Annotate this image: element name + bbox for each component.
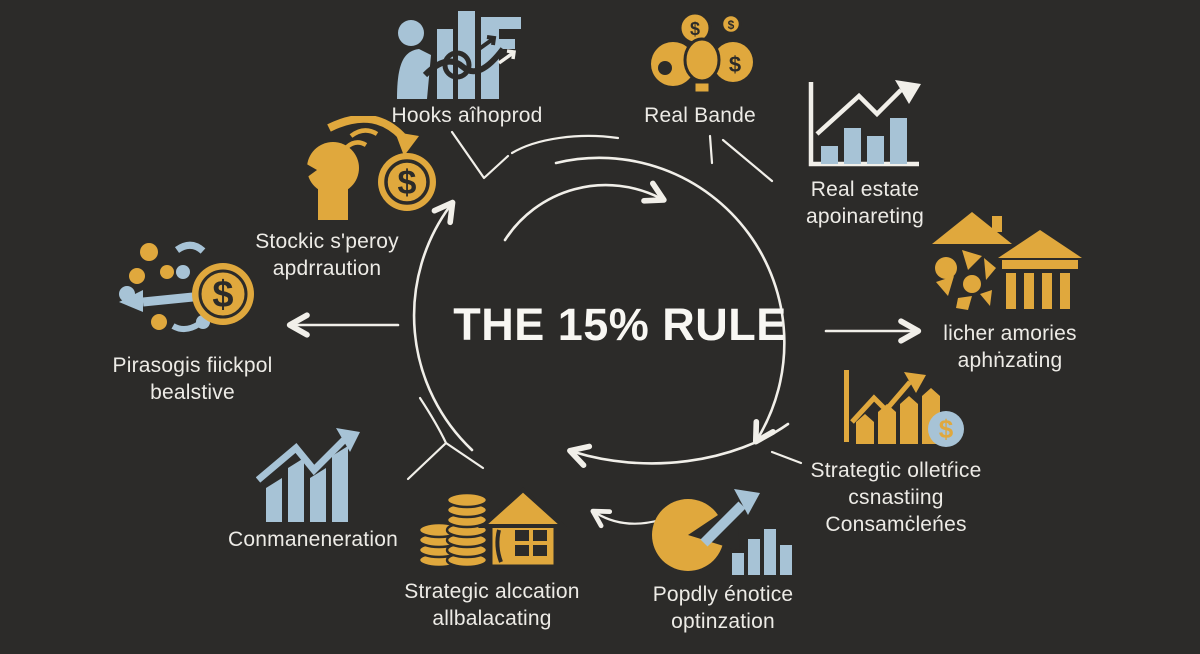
label-line: allbalacating: [432, 607, 552, 630]
label-line: Consamċleńes: [825, 513, 967, 536]
gold-houses-icon: [932, 212, 1082, 310]
growth-chart-dollar-icon: $: [844, 370, 964, 447]
arrow-pie-to-house: [590, 508, 662, 529]
label-line: Strategic alccation: [404, 580, 580, 603]
pie-chart-bars-icon: [652, 489, 792, 575]
radial-arrows: [286, 312, 922, 529]
label-pie: Popdly énotice optinzation: [618, 581, 828, 635]
idea-money-gears-icon: $ $ $: [651, 11, 753, 95]
person-growth-chart-icon: [397, 11, 521, 99]
svg-text:$: $: [690, 19, 700, 39]
label-line: optinzation: [671, 610, 775, 633]
label-line: bealstive: [150, 381, 235, 404]
node-hooks: [395, 3, 535, 103]
node-gold-chart: $: [838, 366, 968, 452]
label-gold-chart: Strategtic olletŕice csnastiing Consamċl…: [788, 457, 1004, 538]
label-real-estate: Real estate apoinareting: [770, 176, 960, 230]
label-line: Hooks aîhoprod: [391, 104, 543, 127]
coins-house-icon: [417, 487, 569, 569]
node-network: $: [115, 238, 260, 338]
node-blue-bars: [255, 426, 374, 524]
label-line: Popdly énotice: [652, 583, 794, 606]
label-houses: licher amories aphṅzating: [905, 320, 1115, 374]
bar-growth-arrow-icon: [255, 428, 360, 522]
label-line: Strategtic olletŕice: [810, 459, 982, 482]
label-blue-bars: Conmaneneration: [203, 526, 423, 553]
network-dollar-icon: $: [119, 241, 254, 332]
label-line: aphṅzating: [957, 349, 1063, 372]
node-real-estate: [797, 76, 927, 172]
svg-text:$: $: [212, 274, 233, 316]
node-coins-house: [415, 468, 569, 570]
label-line: apoinareting: [806, 205, 924, 228]
label-coins-house: Strategic alccation allbalacating: [378, 578, 606, 632]
cycle-circle: [412, 156, 790, 468]
svg-text:$: $: [939, 414, 954, 444]
label-line: apdrraution: [272, 257, 382, 280]
label-line: csnastiing: [848, 486, 944, 509]
node-pie: [648, 483, 800, 578]
label-line: Real estate: [810, 178, 920, 201]
label-line: licher amories: [943, 322, 1077, 345]
page-title: THE 15% RULE: [453, 299, 787, 350]
svg-text:$: $: [728, 18, 735, 32]
label-line: Stockic s'peroy: [255, 230, 399, 253]
label-line: Pirasogis fiickpol: [112, 354, 273, 377]
bar-chart-growth-icon: [808, 80, 921, 167]
label-hooks: Hooks aîhoprod: [357, 102, 577, 129]
connector-lines: [406, 130, 803, 481]
svg-text:$: $: [729, 52, 741, 77]
svg-text:$: $: [398, 164, 417, 202]
label-head: Stockic s'peroy apdrraution: [220, 228, 434, 282]
mind-money-icon: $: [303, 114, 436, 220]
node-head: $: [285, 114, 450, 221]
label-line: Conmaneneration: [228, 528, 398, 551]
node-houses: [928, 206, 1088, 316]
label-bulb: Real Bande: [600, 102, 800, 129]
node-bulb: $ $ $: [645, 8, 765, 103]
label-network: Pirasogis fiickpol bealstive: [85, 352, 300, 406]
label-line: Real Bande: [644, 104, 756, 127]
